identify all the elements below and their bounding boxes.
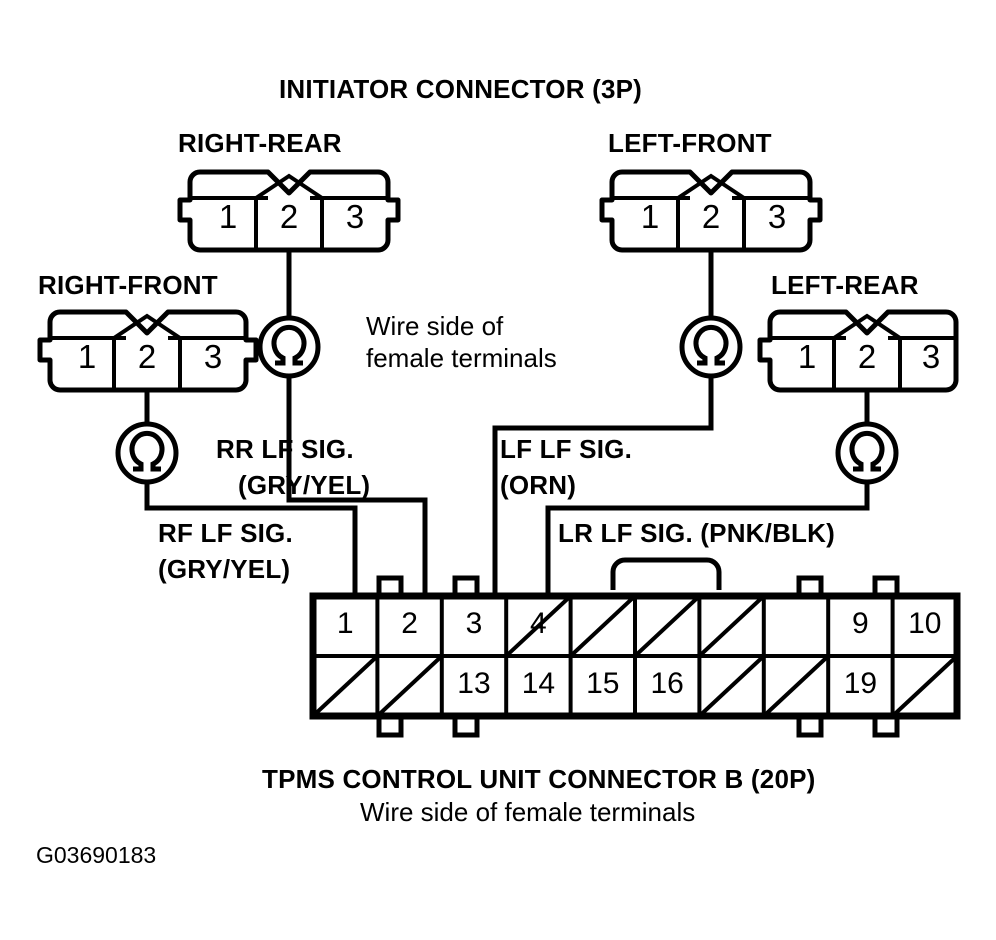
connector-label-left-front: LEFT-FRONT [608, 128, 772, 158]
figure-id-code: G03690183 [36, 842, 157, 868]
note-wire-side-center-line1: Wire side of [366, 311, 504, 341]
note-wire-side-bottom: Wire side of female terminals [360, 797, 696, 827]
pin-number-right-front-1: 1 [77, 338, 97, 375]
pin-number-right-rear-3: 3 [345, 198, 365, 235]
omega-icon-left-rear [835, 421, 899, 485]
connector-right-front [37, 309, 259, 393]
pin-number-left-front-2: 2 [701, 198, 721, 235]
control-unit-connector-caption: TPMS CONTROL UNIT CONNECTOR B (20P) [262, 764, 816, 794]
diagram-title: INITIATOR CONNECTOR (3P) [279, 74, 643, 104]
cu-cell-bottom-6: 16 [650, 667, 684, 700]
pin-number-right-front-3: 3 [203, 338, 223, 375]
cu-cell-top-4: 4 [530, 607, 547, 640]
omega-icon-right-front [115, 421, 179, 485]
omega-icon-right-rear [257, 315, 321, 379]
cu-cell-bottom-3: 13 [457, 667, 491, 700]
connector-label-right-front: RIGHT-FRONT [38, 270, 218, 300]
connector-label-left-rear: LEFT-REAR [771, 270, 919, 300]
omega-icon-left-front [679, 315, 743, 379]
cu-cell-bottom-9: 19 [843, 667, 878, 700]
wire-lr-lf-sig [545, 390, 870, 598]
wire-label-rr-lf-sig-line1: RR LF SIG. [216, 434, 354, 464]
pin-number-right-front-2: 2 [137, 338, 157, 375]
pin-number-left-front-1: 1 [640, 198, 660, 235]
cu-cell-top-3: 3 [465, 607, 483, 640]
connector-label-right-rear: RIGHT-REAR [178, 128, 342, 158]
wire-lf-lf-sig [492, 250, 714, 598]
connector-left-front [599, 169, 823, 253]
wire-label-lf-lf-sig-line1: LF LF SIG. [500, 434, 632, 464]
wire-label-lr-lf-sig-line1: LR LF SIG. (PNK/BLK) [558, 518, 835, 548]
cu-cell-bottom-4: 14 [521, 667, 556, 700]
connector-left-rear [757, 309, 959, 393]
cu-cell-bottom-5: 15 [586, 667, 620, 700]
wire-label-rf-lf-sig-line2: (GRY/YEL) [158, 554, 291, 584]
wire-label-rf-lf-sig-line1: RF LF SIG. [158, 518, 293, 548]
cu-cell-top-2: 2 [401, 607, 418, 640]
wire-label-lf-lf-sig-line2: (ORN) [500, 470, 577, 500]
pin-number-left-rear-1: 1 [797, 338, 817, 375]
note-wire-side-center-line2: female terminals [366, 343, 557, 373]
cu-cell-top-9: 9 [852, 607, 869, 640]
pin-number-right-rear-2: 2 [279, 198, 299, 235]
pin-number-left-front-3: 3 [767, 198, 787, 235]
wire-label-rr-lf-sig-line2: (GRY/YEL) [238, 470, 371, 500]
cu-cell-top-10: 10 [908, 607, 942, 640]
wire-rf-lf-sig [144, 390, 358, 598]
pin-number-left-rear-2: 2 [857, 338, 877, 375]
connector-right-rear [177, 169, 401, 253]
pin-number-right-rear-1: 1 [218, 198, 238, 235]
cu-cell-top-1: 1 [336, 607, 354, 640]
wire-rr-lf-sig [286, 250, 428, 598]
connector-tpms-control-unit-b [309, 557, 961, 738]
pin-number-left-rear-3: 3 [921, 338, 941, 375]
